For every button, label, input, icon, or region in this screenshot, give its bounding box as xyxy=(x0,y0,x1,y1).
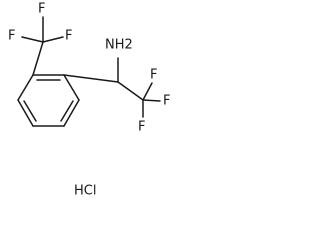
chemical-structure-canvas: F F F NH2 F F F HCl xyxy=(8,2,170,199)
ring-bond-lower-left xyxy=(17,99,34,127)
ch-to-cf3-bond xyxy=(117,81,144,101)
ring-bond-upper-right xyxy=(63,74,80,101)
structural-formula: F F F NH2 F F F HCl xyxy=(8,2,170,199)
cf3-f-right-bond xyxy=(42,36,64,43)
atom-f-cf3-right: F xyxy=(65,29,72,44)
ring-bond-lower-right xyxy=(63,99,80,127)
trifluoromethyl-group: F F F xyxy=(8,2,72,76)
atom-f-terminal-right: F xyxy=(163,94,170,109)
atom-f-terminal-top: F xyxy=(150,68,157,83)
hcl-salt-label: HCl xyxy=(74,184,96,199)
ring-bond-upper-left xyxy=(17,74,34,101)
atom-f-terminal-bottom: F xyxy=(138,120,145,135)
terminal-f-right-bond xyxy=(142,99,161,102)
atom-f-cf3-top: F xyxy=(38,2,45,17)
ring-to-cf3-bond xyxy=(32,41,44,76)
atom-f-cf3-left: F xyxy=(8,29,15,44)
ring-double-lower-right xyxy=(60,100,74,122)
ring-to-ch-bond xyxy=(63,74,119,83)
atom-nh2: NH2 xyxy=(105,38,133,53)
ring-double-lower-left xyxy=(23,100,37,122)
terminal-f-top-bond xyxy=(142,82,153,101)
side-chain: NH2 F F F xyxy=(63,38,170,135)
cf3-f-left-bond xyxy=(21,36,44,43)
benzene-ring xyxy=(17,74,80,127)
